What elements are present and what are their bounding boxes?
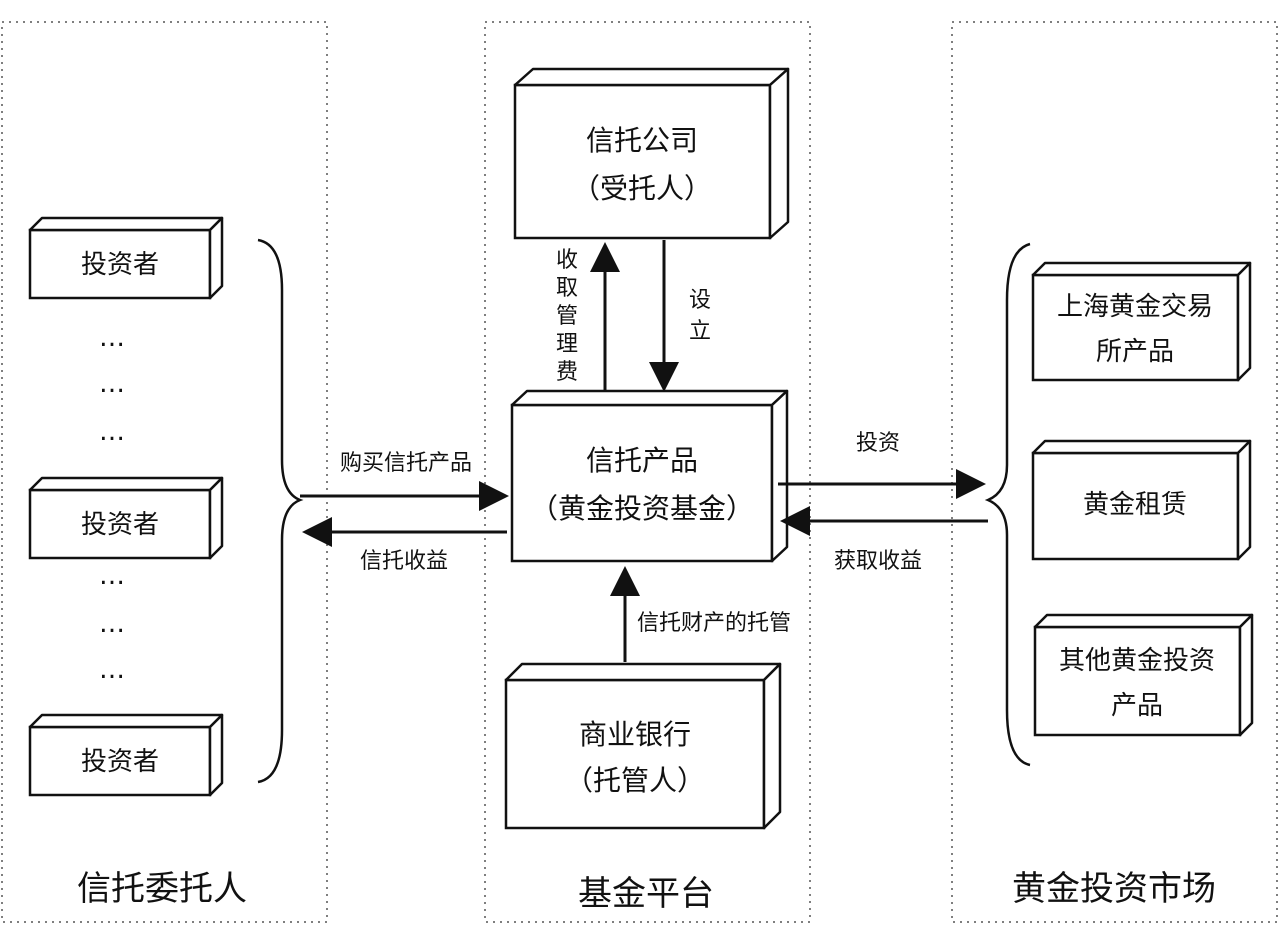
panel-left (1, 21, 328, 923)
ellipsis: … (99, 609, 125, 639)
panel-center (484, 21, 811, 923)
panel-title-center: 基金平台 (578, 874, 714, 914)
commercial-bank-title: 商业银行 (579, 718, 691, 751)
investor-box-2: 投资者 (28, 476, 224, 560)
commercial-bank-box: 商业银行 （托管人） (504, 662, 782, 830)
investor-box-1: 投资者 (28, 216, 224, 300)
custody-label: 信托财产的托管 (637, 611, 791, 636)
investor-box-3: 投资者 (28, 713, 224, 797)
commercial-bank-role: （托管人） (565, 764, 705, 797)
fee-label-char: 理 (556, 332, 578, 357)
trust-company-role: （受托人） (572, 172, 712, 205)
gold-leasing-label: 黄金租赁 (1083, 490, 1187, 520)
establish-label-char: 设 (689, 288, 711, 313)
buy-label: 购买信托产品 (340, 451, 472, 476)
investor-label: 投资者 (81, 250, 159, 280)
other-gold-products-line1: 其他黄金投资 (1059, 646, 1215, 676)
panel-right (951, 21, 1278, 923)
ellipsis: … (99, 561, 125, 591)
ellipsis: … (99, 655, 125, 685)
sge-products-line1: 上海黄金交易 (1057, 292, 1213, 322)
right-brace (984, 242, 1031, 767)
fee-label-char: 费 (556, 360, 578, 385)
establish-label-char: 立 (689, 319, 711, 344)
gold-leasing-box: 黄金租赁 (1031, 439, 1252, 561)
left-brace (257, 238, 304, 784)
obtain-income-label: 获取收益 (834, 549, 922, 574)
trust-product-title: 信托产品 (586, 444, 698, 477)
trust-product-subtitle: （黄金投资基金） (530, 492, 754, 525)
sge-products-line2: 所产品 (1096, 337, 1174, 367)
ellipsis: … (99, 323, 125, 353)
invest-label: 投资 (856, 431, 900, 456)
trust-income-label: 信托收益 (360, 549, 448, 574)
fee-label-char: 管 (556, 304, 578, 329)
ellipsis: … (99, 369, 125, 399)
other-gold-products-line2: 产品 (1111, 691, 1163, 721)
trust-company-box: 信托公司 （受托人） (513, 67, 790, 240)
fee-label-char: 取 (556, 276, 578, 301)
investor-label: 投资者 (81, 747, 159, 777)
trust-company-title: 信托公司 (586, 124, 698, 157)
investor-label: 投资者 (81, 510, 159, 540)
sge-products-box: 上海黄金交易 所产品 (1031, 261, 1252, 382)
ellipsis: … (99, 417, 125, 447)
panel-title-left: 信托委托人 (77, 869, 247, 909)
fee-label-char: 收 (556, 248, 578, 273)
trust-product-box: 信托产品 （黄金投资基金） (510, 389, 789, 563)
panel-title-right: 黄金投资市场 (1012, 869, 1216, 909)
other-gold-products-box: 其他黄金投资 产品 (1033, 613, 1254, 737)
